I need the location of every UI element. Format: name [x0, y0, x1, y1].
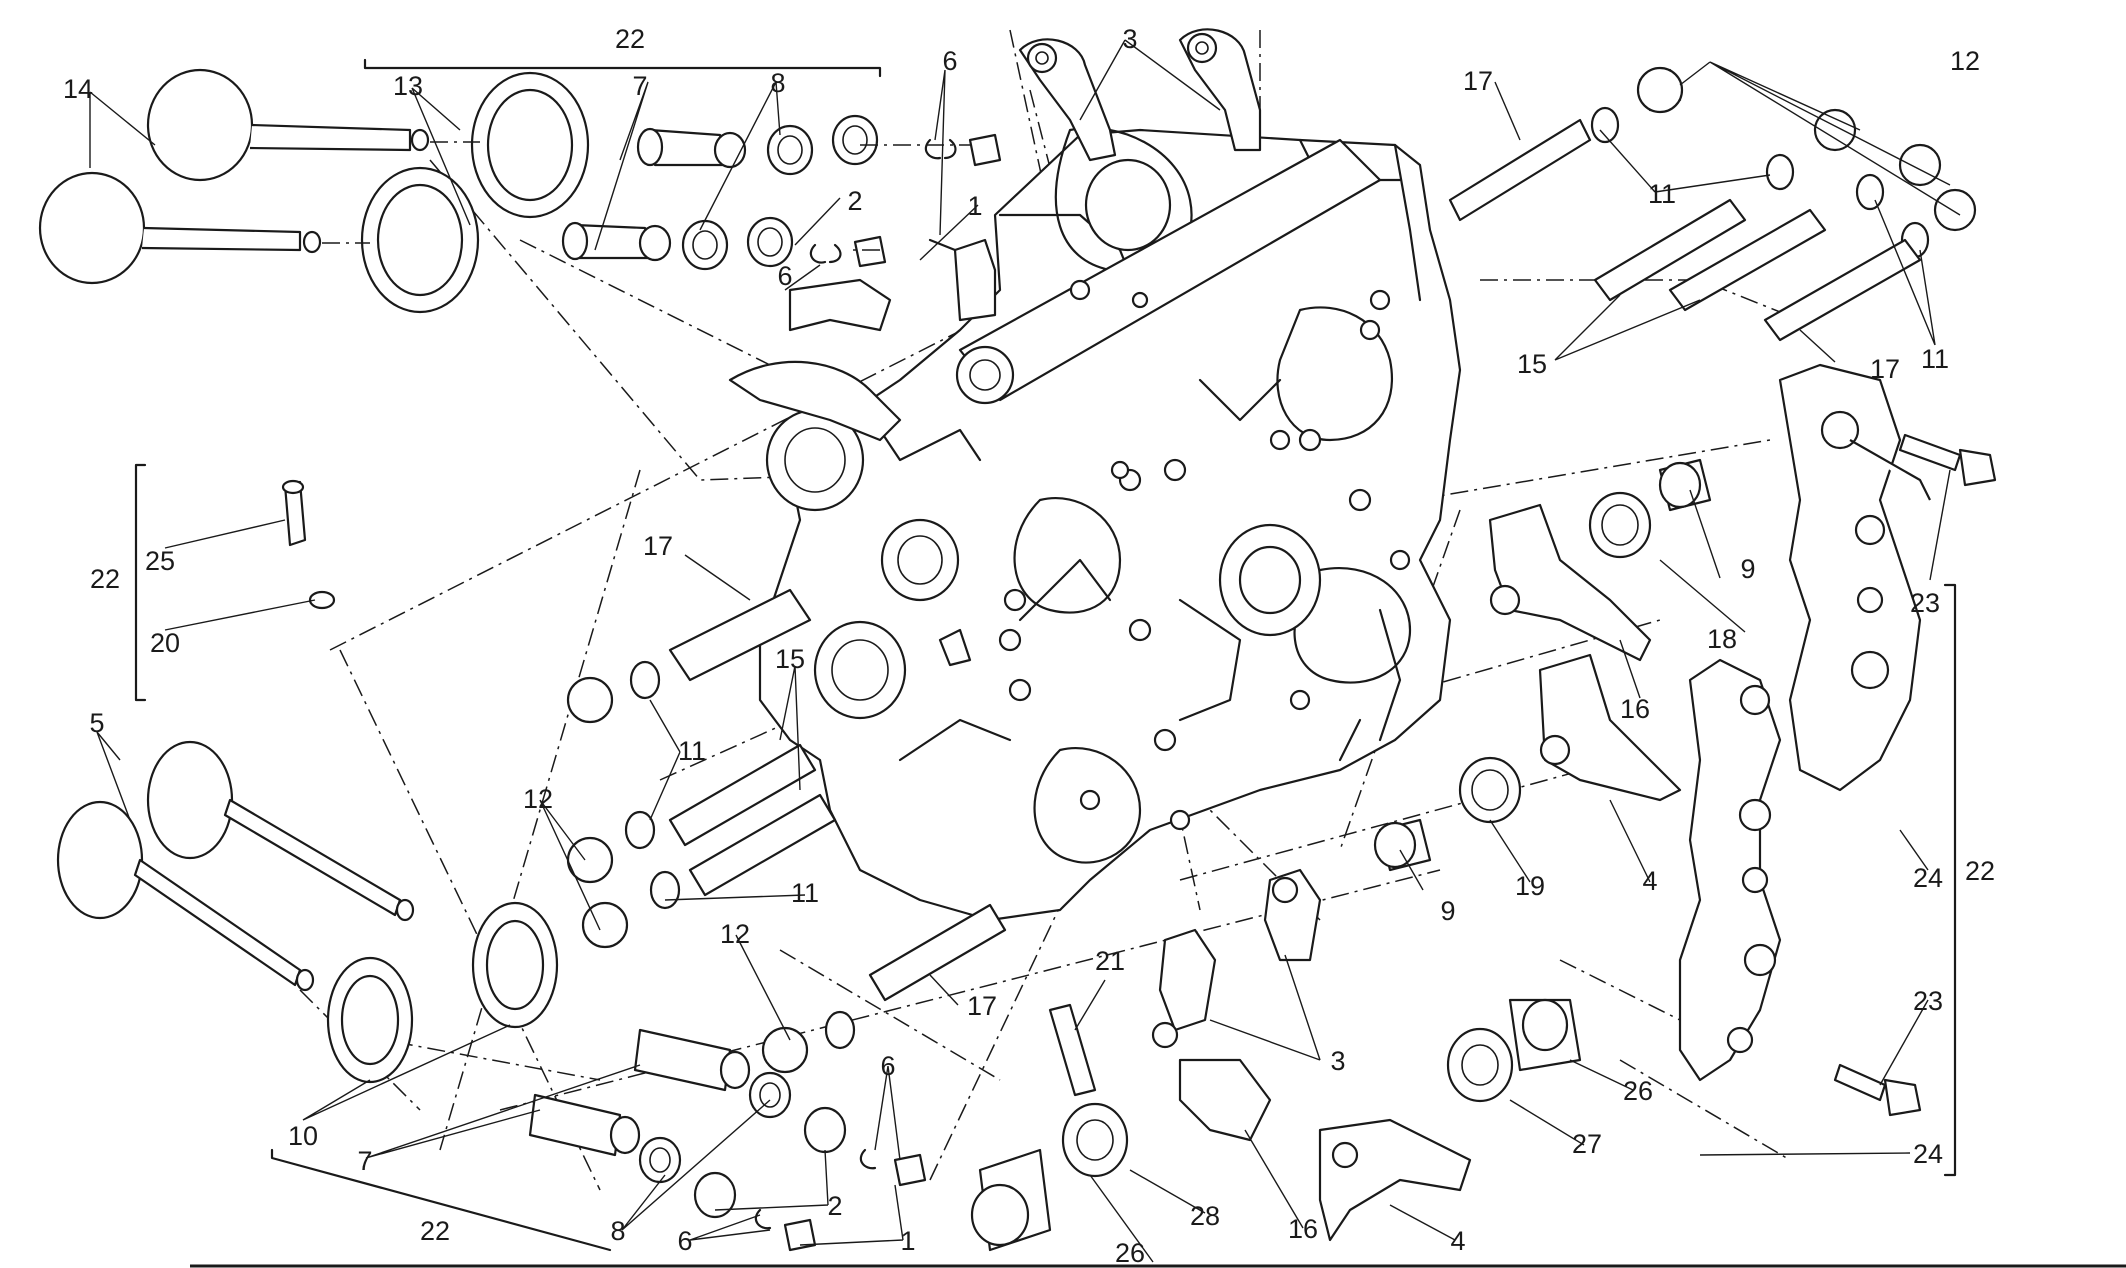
callout-26: 26 — [1115, 1238, 1145, 1268]
callout-22: 22 — [420, 1216, 450, 1246]
callout-17: 17 — [643, 531, 673, 561]
callout-3: 3 — [1122, 24, 1137, 54]
callout-19: 19 — [1515, 871, 1545, 901]
callout-16: 16 — [1620, 694, 1650, 724]
callout-6: 6 — [677, 1226, 692, 1256]
callout-11: 11 — [678, 736, 706, 766]
callout-4: 4 — [1450, 1226, 1465, 1256]
callout-2: 2 — [827, 1191, 842, 1221]
callout-12: 12 — [720, 919, 750, 949]
callout-3: 3 — [1330, 1046, 1345, 1076]
callout-7: 7 — [357, 1146, 372, 1176]
callout-23: 23 — [1913, 986, 1943, 1016]
callout-9: 9 — [1740, 554, 1755, 584]
callout-8: 8 — [610, 1216, 625, 1246]
callout-6: 6 — [880, 1051, 895, 1081]
callout-12: 12 — [1950, 46, 1980, 76]
cam-caps — [1678, 363, 1997, 1117]
callout-5: 5 — [89, 708, 104, 738]
callout-17: 17 — [1870, 354, 1900, 384]
leader-lines — [89, 39, 1961, 1263]
callout-22: 22 — [1965, 856, 1995, 886]
right-rocker-assembly — [1373, 458, 1712, 872]
callout-11: 11 — [791, 878, 819, 908]
callout-17: 17 — [967, 991, 997, 1021]
callout-7: 7 — [632, 71, 647, 101]
callout-1: 1 — [967, 191, 982, 221]
callout-15: 15 — [775, 644, 805, 674]
callout-22: 22 — [90, 564, 120, 594]
callout-24: 24 — [1913, 863, 1943, 893]
callout-15: 15 — [1517, 349, 1547, 379]
callout-2: 2 — [847, 186, 862, 216]
bottom-right-assembly — [970, 868, 1582, 1252]
callout-11: 11 — [1921, 344, 1949, 374]
group-brackets — [134, 58, 1957, 1252]
callout-6: 6 — [777, 261, 792, 291]
callout-4: 4 — [1642, 866, 1657, 896]
cylinder-head — [728, 127, 1462, 922]
callout-12: 12 — [523, 784, 553, 814]
callout-20: 20 — [150, 628, 180, 658]
callout-26: 26 — [1623, 1076, 1653, 1106]
callout-10: 10 — [288, 1121, 318, 1151]
callout-11: 11 — [1648, 179, 1676, 209]
callout-17: 17 — [1463, 66, 1493, 96]
top-left-valve-group — [38, 68, 1002, 314]
callout-18: 18 — [1707, 624, 1737, 654]
callout-25: 25 — [145, 546, 175, 576]
callout-8: 8 — [770, 68, 785, 98]
top-right-plugs — [1448, 66, 1977, 342]
callout-9: 9 — [1440, 896, 1455, 926]
callout-22: 22 — [615, 24, 645, 54]
callout-1: 1 — [900, 1226, 915, 1256]
top-rockers — [1018, 28, 1262, 162]
callout-13: 13 — [393, 71, 423, 101]
callout-6: 6 — [942, 46, 957, 76]
callout-14: 14 — [63, 74, 93, 104]
callout-labels: 22 14 13 7 8 6 2 1 6 3 17 12 11 15 17 11… — [63, 24, 1995, 1268]
callout-24: 24 — [1913, 1139, 1943, 1169]
callout-21: 21 — [1095, 946, 1125, 976]
callout-23: 23 — [1910, 588, 1940, 618]
callout-28: 28 — [1190, 1201, 1220, 1231]
bottom-left-valve-group — [56, 479, 1097, 1252]
callout-16: 16 — [1288, 1214, 1318, 1244]
callout-27: 27 — [1572, 1129, 1602, 1159]
